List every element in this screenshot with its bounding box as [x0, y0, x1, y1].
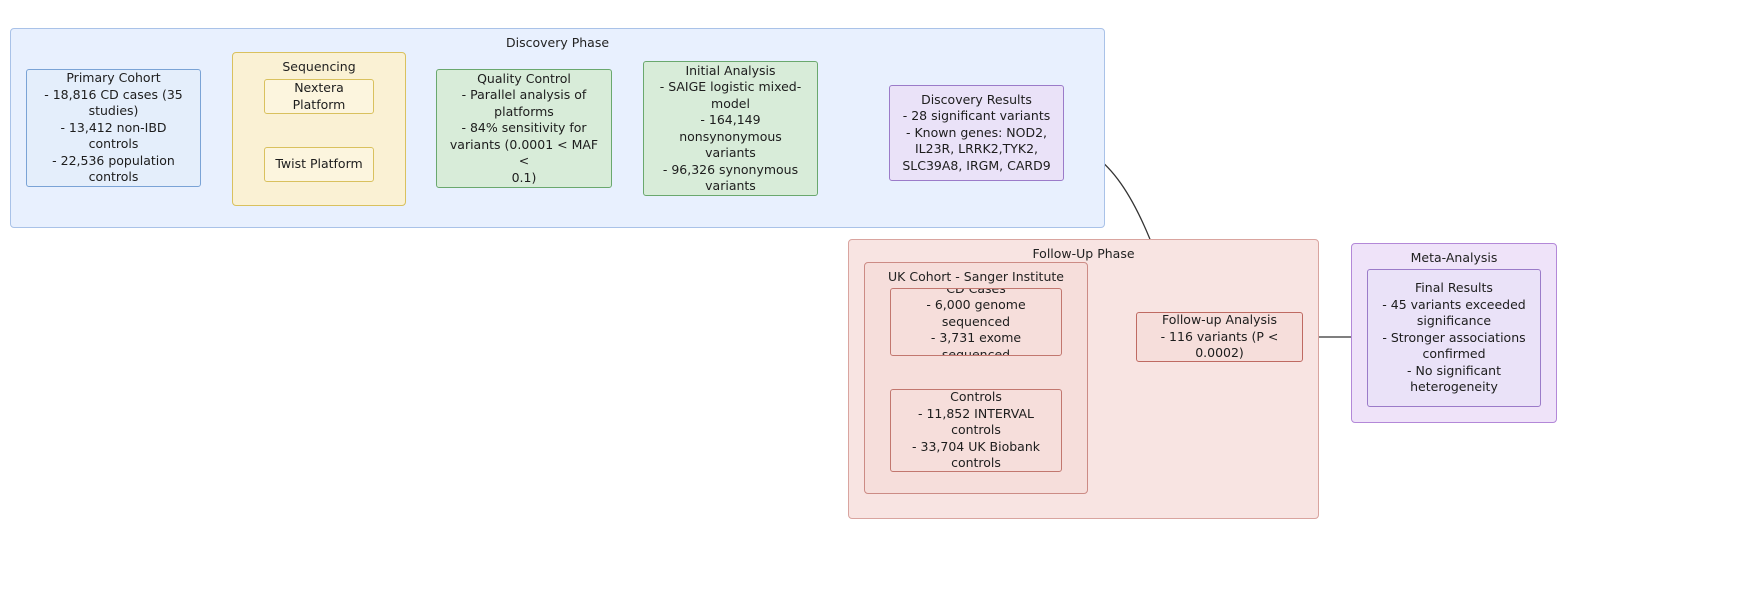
node-cd-cases-line-0: - 6,000 genome sequenced [926, 297, 1026, 329]
cluster-meta-analysis-label: Meta-Analysis [1410, 250, 1498, 265]
node-final-results-line-2: - Stronger associations [1382, 329, 1526, 345]
cluster-discovery-phase-label: Discovery Phase [505, 35, 610, 50]
node-final-results-line-3: confirmed [1422, 346, 1486, 362]
node-primary-cohort-line-1: studies) [88, 103, 139, 119]
node-discovery-results[interactable]: Discovery Results - 28 significant varia… [889, 85, 1064, 181]
cluster-uk-cohort-label: UK Cohort - Sanger Institute [888, 269, 1064, 284]
node-followup-analysis-line-0: - 116 variants (P < 0.0002) [1160, 328, 1279, 361]
node-quality-control-line-2: - 84% sensitivity for [461, 120, 587, 136]
node-primary-cohort-line-3: - 22,536 population [52, 152, 175, 168]
node-initial-analysis-line-3: variants [705, 145, 756, 160]
node-final-results-line-4: - No significant [1406, 362, 1501, 378]
node-primary-cohort-line-4: controls [88, 169, 139, 185]
node-twist-platform-title: Twist Platform [275, 156, 363, 172]
node-primary-cohort-title: Primary Cohort [66, 70, 161, 86]
node-quality-control-line-0: - Parallel analysis of [461, 87, 587, 103]
node-final-results-title: Final Results [1415, 280, 1493, 296]
node-initial-analysis-line-4: - 96,326 synonymous [662, 161, 799, 177]
cluster-followup-phase-label: Follow-Up Phase [1032, 246, 1135, 261]
node-initial-analysis-line-1: model [711, 95, 750, 111]
node-primary-cohort-line-2: - 13,412 non-IBD controls [60, 119, 167, 152]
node-followup-analysis-title: Follow-up Analysis [1161, 312, 1278, 328]
node-cd-cases[interactable]: CD Cases - 6,000 genome sequenced - 3,73… [890, 288, 1062, 356]
node-final-results-line-1: significance [1416, 313, 1492, 329]
node-cd-cases-title: CD Cases [946, 288, 1006, 296]
node-discovery-results-line-3: SLC39A8, IRGM, CARD9 [902, 157, 1051, 173]
node-quality-control-line-1: platforms [494, 103, 554, 119]
node-initial-analysis-line-5: variants [705, 178, 756, 193]
node-quality-control-line-4: 0.1) [511, 169, 537, 185]
node-nextera-platform[interactable]: Nextera Platform [264, 79, 374, 114]
node-primary-cohort-line-0: - 18,816 CD cases (35 [44, 86, 183, 102]
node-nextera-platform-title: Nextera Platform [292, 80, 346, 112]
node-quality-control-title: Quality Control [477, 70, 571, 86]
node-discovery-results-line-0: - 28 significant variants [902, 108, 1051, 124]
node-controls-line-2: controls [951, 455, 1001, 471]
node-initial-analysis-title: Initial Analysis [685, 62, 776, 78]
cluster-sequencing[interactable]: Sequencing [232, 52, 406, 206]
node-cd-cases-line-1: - 3,731 exome sequenced [930, 330, 1022, 356]
node-discovery-results-title: Discovery Results [921, 91, 1032, 107]
node-final-results-line-0: - 45 variants exceeded [1382, 296, 1526, 312]
node-followup-analysis[interactable]: Follow-up Analysis - 116 variants (P < 0… [1136, 312, 1303, 362]
node-discovery-results-line-2: IL23R, LRRK2,TYK2, [914, 141, 1039, 157]
node-initial-analysis[interactable]: Initial Analysis - SAIGE logistic mixed-… [643, 61, 818, 196]
node-initial-analysis-line-0: - SAIGE logistic mixed- [659, 79, 802, 94]
node-quality-control[interactable]: Quality Control - Parallel analysis of p… [436, 69, 612, 188]
node-twist-platform[interactable]: Twist Platform [264, 147, 374, 182]
node-controls-line-1: - 33,704 UK Biobank [912, 438, 1040, 454]
node-initial-analysis-line-2: - 164,149 nonsynonymous [679, 112, 782, 144]
node-controls[interactable]: Controls - 11,852 INTERVAL controls - 33… [890, 389, 1062, 472]
node-discovery-results-line-1: - Known genes: NOD2, [905, 124, 1048, 140]
node-primary-cohort[interactable]: Primary Cohort - 18,816 CD cases (35 stu… [26, 69, 201, 187]
node-quality-control-line-3: variants (0.0001 < MAF < [449, 136, 599, 169]
node-final-results[interactable]: Final Results - 45 variants exceeded sig… [1367, 269, 1541, 407]
cluster-sequencing-label: Sequencing [282, 59, 356, 74]
node-controls-line-0: - 11,852 INTERVAL controls [917, 405, 1035, 438]
node-controls-title: Controls [950, 389, 1002, 405]
node-final-results-line-5: heterogeneity [1410, 379, 1498, 395]
